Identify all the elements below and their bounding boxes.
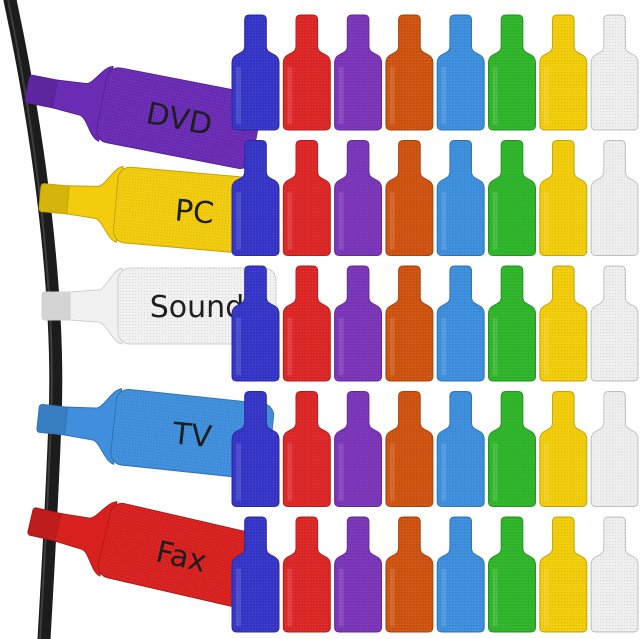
- tag-label: Sound: [150, 290, 244, 325]
- blank-tag: [590, 516, 639, 633]
- blank-tag: [488, 391, 536, 507]
- tag-grid: [231, 14, 639, 633]
- blank-tag: [436, 265, 485, 382]
- blank-tag: [385, 14, 434, 131]
- labeled-tag: DVD: [24, 66, 263, 169]
- blank-tag: [334, 391, 383, 507]
- blank-tag: [282, 265, 331, 382]
- blank-tag: [282, 14, 331, 131]
- blank-tag: [282, 516, 331, 633]
- blank-tag: [385, 516, 434, 633]
- blank-tag: [539, 14, 588, 131]
- blank-tag: [231, 14, 280, 131]
- blank-tag: [539, 265, 588, 382]
- blank-tag: [590, 391, 639, 507]
- blank-tag: [385, 391, 434, 507]
- tag-label: PC: [173, 193, 215, 231]
- blank-tag: [488, 14, 536, 131]
- blank-tag: [282, 391, 331, 507]
- labeled-tag: Fax: [27, 501, 266, 609]
- blank-tag: [436, 391, 485, 507]
- black-cable: [3, 0, 63, 639]
- blank-tag: [590, 140, 639, 256]
- blank-tag: [231, 265, 280, 382]
- blank-tag: [231, 140, 280, 256]
- blank-tag: [488, 140, 536, 256]
- blank-tag: [385, 265, 434, 382]
- blank-tag: [436, 516, 485, 633]
- blank-tag: [436, 140, 485, 256]
- blank-tag: [488, 265, 536, 382]
- blank-tag: [590, 14, 639, 131]
- blank-tag: [590, 265, 639, 382]
- blank-tag: [488, 516, 536, 633]
- blank-tag: [334, 140, 383, 256]
- blank-tag: [539, 516, 588, 633]
- blank-tag: [282, 140, 331, 256]
- blank-tag: [385, 140, 434, 256]
- blank-tag: [231, 391, 280, 507]
- cable: [3, 0, 63, 639]
- blank-tag: [334, 265, 383, 382]
- blank-tag: [539, 140, 588, 256]
- blank-tag: [231, 516, 280, 633]
- blank-tag: [436, 14, 485, 131]
- cable-highlight: [7, 0, 53, 639]
- blank-tag: [334, 14, 383, 131]
- blank-tag: [539, 391, 588, 507]
- blank-tag: [334, 516, 383, 633]
- tag-label: TV: [170, 416, 214, 455]
